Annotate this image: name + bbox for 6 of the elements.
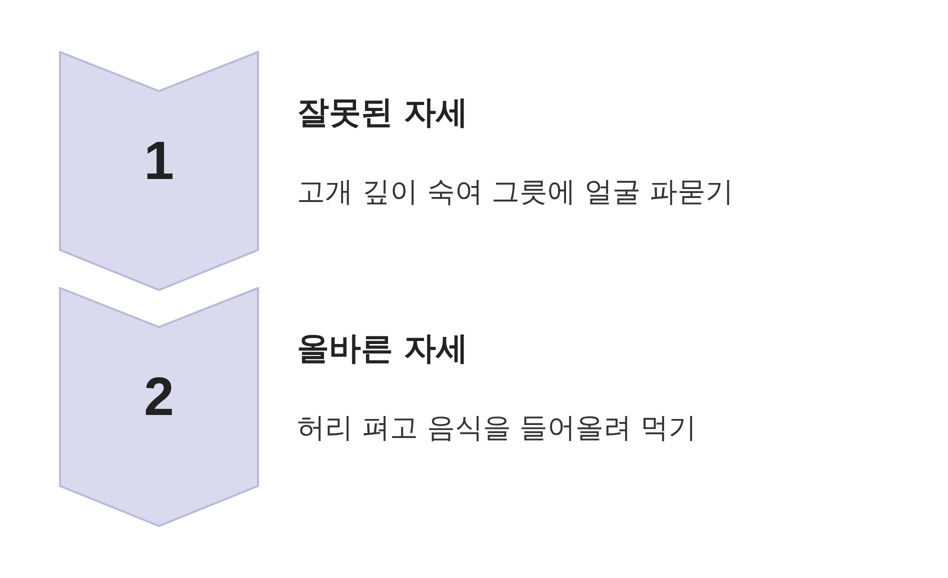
step-heading: 잘못된 자세 xyxy=(297,93,468,132)
step-description: 허리 펴고 음식을 들어올려 먹기 xyxy=(297,411,697,445)
step-number: 1 xyxy=(144,134,174,188)
step-number: 2 xyxy=(144,370,174,424)
step-heading: 올바른 자세 xyxy=(297,329,468,368)
step-description: 고개 깊이 숙여 그릇에 얼굴 파묻기 xyxy=(297,175,734,209)
